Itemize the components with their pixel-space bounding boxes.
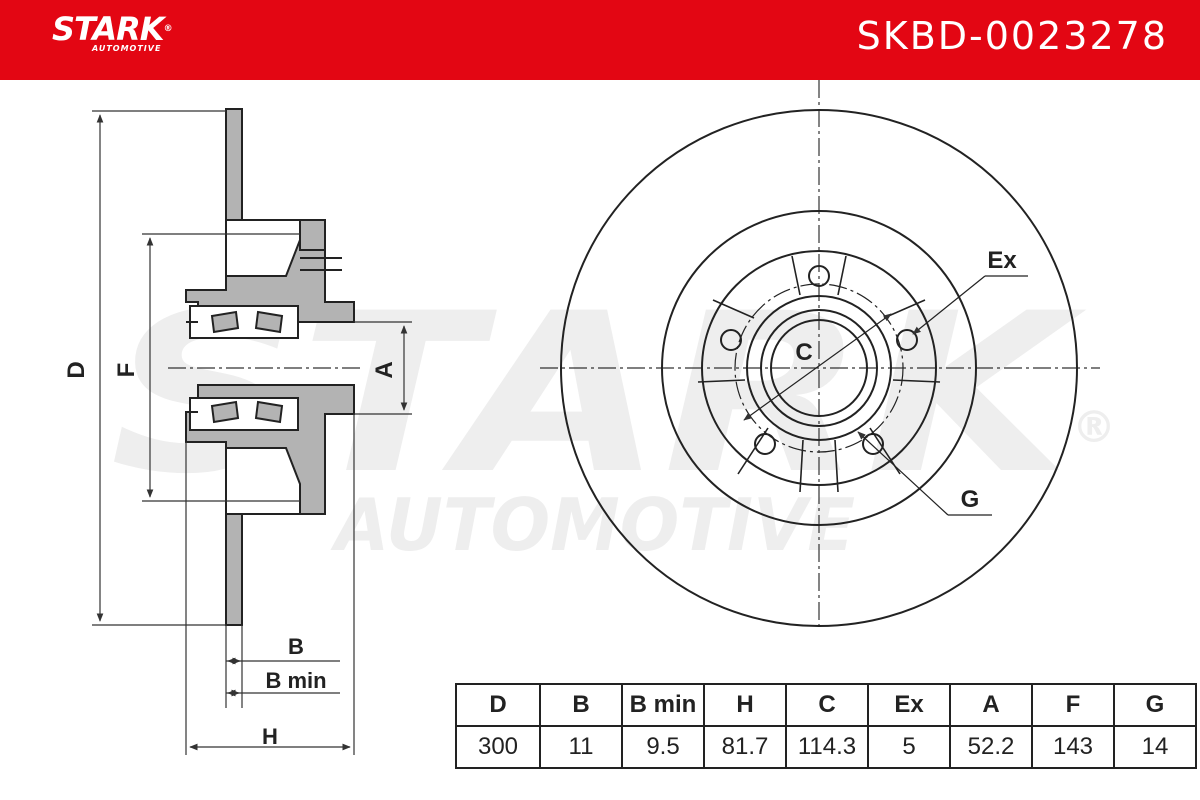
spec-value-cell: 9.5 — [621, 725, 705, 769]
header-bar: STARK® AUTOMOTIVE SKBD-0023278 — [0, 0, 1200, 80]
watermark-reg-mark: ® — [1072, 402, 1116, 453]
bearing-lines — [186, 257, 342, 413]
technical-drawing: STARK AUTOMOTIVE ® D — [63, 80, 1116, 755]
spec-header-cell: D — [455, 683, 541, 727]
label-c: C — [795, 339, 812, 366]
leader-ex — [912, 275, 986, 335]
spec-header-cell: G — [1113, 683, 1197, 727]
spec-header-cell: C — [785, 683, 869, 727]
spec-value-cell: 114.3 — [785, 725, 869, 769]
logo-brand: STARK — [52, 10, 165, 48]
label-f: F — [113, 363, 140, 378]
label-a: A — [371, 361, 398, 378]
spec-header-cell: B — [539, 683, 623, 727]
label-g: G — [961, 486, 980, 513]
label-d: D — [63, 361, 90, 378]
dimension-f — [142, 233, 300, 502]
dimension-d — [92, 110, 226, 626]
logo-sub: AUTOMOTIVE — [92, 44, 162, 53]
spec-value-cell: 52.2 — [949, 725, 1033, 769]
spec-value-cell: 14 — [1113, 725, 1197, 769]
spec-value-cell: 300 — [455, 725, 541, 769]
label-b: B — [288, 634, 304, 659]
bearing-rollers — [210, 310, 284, 424]
spec-header-cell: B min — [621, 683, 705, 727]
label-ex: Ex — [987, 247, 1017, 274]
spec-table-header-row: D B B min H C Ex A F G — [455, 683, 1197, 727]
spec-table-value-row: 300 11 9.5 81.7 114.3 5 52.2 143 14 — [455, 725, 1197, 769]
leader-c — [743, 313, 892, 421]
disc-hub-ring — [661, 210, 977, 526]
spec-value-cell: 81.7 — [703, 725, 787, 769]
spec-table: D B B min H C Ex A F G 300 11 9.5 81.7 1… — [455, 683, 1197, 769]
spec-header-cell: Ex — [867, 683, 951, 727]
dimension-b-h — [185, 414, 355, 755]
spec-header-cell: F — [1031, 683, 1115, 727]
bolt-hole — [896, 329, 918, 351]
part-number: SKBD-0023278 — [856, 14, 1168, 58]
logo-reg-mark: ® — [163, 24, 173, 34]
label-b-min: B min — [265, 668, 326, 693]
bolt-circle — [734, 283, 904, 453]
label-h: H — [262, 724, 278, 749]
front-view — [540, 80, 1100, 628]
bolt-hole — [808, 265, 830, 287]
hub-flange — [701, 250, 937, 486]
watermark-sub: AUTOMOTIVE — [330, 483, 855, 567]
spec-value-cell: 5 — [867, 725, 951, 769]
dimension-a — [354, 321, 412, 415]
flange-ribs — [697, 255, 941, 493]
bolt-hole — [720, 329, 742, 351]
spec-value-cell: 143 — [1031, 725, 1115, 769]
disc-outer — [560, 109, 1078, 627]
leader-g — [857, 431, 949, 516]
stark-logo: STARK® AUTOMOTIVE — [52, 10, 173, 53]
spec-value-cell: 11 — [539, 725, 623, 769]
spec-header-cell: A — [949, 683, 1033, 727]
spec-header-cell: H — [703, 683, 787, 727]
